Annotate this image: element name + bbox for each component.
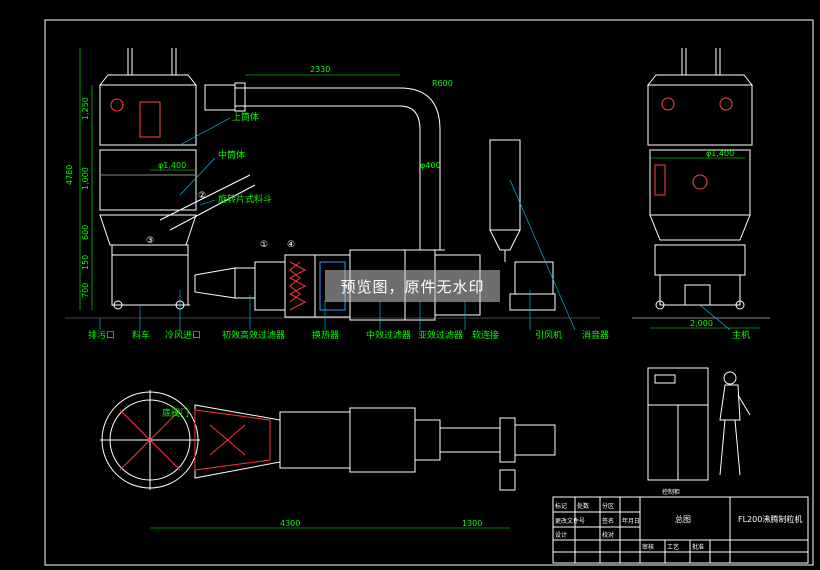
side-view bbox=[632, 48, 770, 319]
item-markers: ② ③ ① ④ bbox=[146, 191, 295, 250]
dim-dia-front: φ1,400 bbox=[158, 161, 186, 170]
dim-h-lower: 600 bbox=[81, 225, 90, 240]
marker-1: ② bbox=[198, 191, 206, 201]
plan-view-red bbox=[119, 409, 271, 471]
label-rotary-feeder: 旋转片式料斗 bbox=[218, 193, 272, 205]
marker-2: ③ bbox=[146, 236, 154, 246]
dim-h-upper: 1,250 bbox=[81, 97, 90, 120]
tb-row-9: 工艺 bbox=[667, 543, 679, 551]
dimension-labels: 2330 R600 φ400 φ1,400 φ1,400 4780 1,250 … bbox=[65, 65, 734, 528]
dim-h-small: 150 bbox=[81, 255, 90, 270]
tb-row-8: 审核 bbox=[642, 543, 654, 551]
dim-h-base: 700 bbox=[81, 283, 90, 298]
watermark-overlay: 预览图，原件无水印 bbox=[325, 270, 500, 302]
front-dimension-lines bbox=[65, 48, 760, 529]
label-upper-body: 上筒体 bbox=[232, 111, 259, 123]
drawing-border bbox=[44, 19, 814, 566]
tb-row-5: 年月日 bbox=[622, 517, 640, 525]
dim-h-middle: 1,000 bbox=[81, 167, 90, 190]
human-figure bbox=[719, 371, 751, 476]
tb-row-7: 校对 bbox=[602, 531, 614, 539]
plan-view bbox=[100, 390, 556, 491]
title-block: 总图 FL200沸腾制粒机 标记 处数 分区 更改文件号 签名 年月日 设计 校… bbox=[555, 502, 802, 551]
cabinet-label: 控制柜 bbox=[662, 488, 680, 496]
label-exhaust-fan: 引风机 bbox=[535, 329, 562, 341]
label-sub-high-filter: 亚效过滤器 bbox=[418, 329, 463, 341]
dim-dia-side: φ1,400 bbox=[706, 149, 734, 158]
title-block-lines bbox=[552, 496, 809, 564]
label-silencer: 消音器 bbox=[582, 329, 609, 341]
tb-row-2: 分区 bbox=[602, 502, 614, 510]
label-bottom-valve: 底阀门 bbox=[162, 407, 189, 419]
dim-plan-tail: 1300 bbox=[462, 519, 482, 528]
dim-width-side: 2,000 bbox=[690, 319, 713, 328]
dim-h-total: 4780 bbox=[65, 165, 74, 185]
dim-pipe-dia: φ400 bbox=[420, 161, 441, 170]
label-material-cart: 料车 bbox=[132, 329, 150, 341]
tb-row-0: 标记 bbox=[555, 502, 567, 510]
label-cold-air-inlet: 冷风进口 bbox=[165, 329, 201, 341]
label-heat-exchanger: 换热器 bbox=[312, 329, 339, 341]
control-cabinet bbox=[647, 367, 709, 481]
label-main-unit: 主机 bbox=[732, 329, 750, 341]
label-connector: 软连接 bbox=[472, 329, 499, 341]
label-medium-filter: 中效过滤器 bbox=[366, 329, 411, 341]
tb-row-4: 签名 bbox=[602, 517, 614, 525]
tb-row-3: 更改文件号 bbox=[555, 517, 585, 525]
label-drain-port: 排污口 bbox=[88, 329, 115, 341]
dim-bend-radius: R600 bbox=[432, 79, 453, 88]
filter-internals bbox=[288, 261, 307, 311]
label-coarse-filter: 初效高效过滤器 bbox=[222, 329, 285, 341]
title-block-model: FL200沸腾制粒机 bbox=[738, 514, 802, 524]
tb-row-1: 处数 bbox=[577, 502, 589, 510]
tb-row-6: 设计 bbox=[555, 531, 567, 539]
dim-pipe-length: 2330 bbox=[310, 65, 330, 74]
marker-3: ① bbox=[260, 240, 268, 250]
tb-row-10: 批准 bbox=[692, 543, 704, 551]
dim-plan-length: 4300 bbox=[280, 519, 300, 528]
label-middle-body: 中筒体 bbox=[218, 149, 245, 161]
marker-4: ④ bbox=[287, 240, 295, 250]
callout-labels: 上筒体 中筒体 旋转片式料斗 排污口 料车 冷风进口 初效高效过滤器 换热器 中… bbox=[88, 111, 750, 419]
callout-leaders bbox=[99, 117, 731, 331]
title-block-title: 总图 bbox=[675, 514, 691, 524]
